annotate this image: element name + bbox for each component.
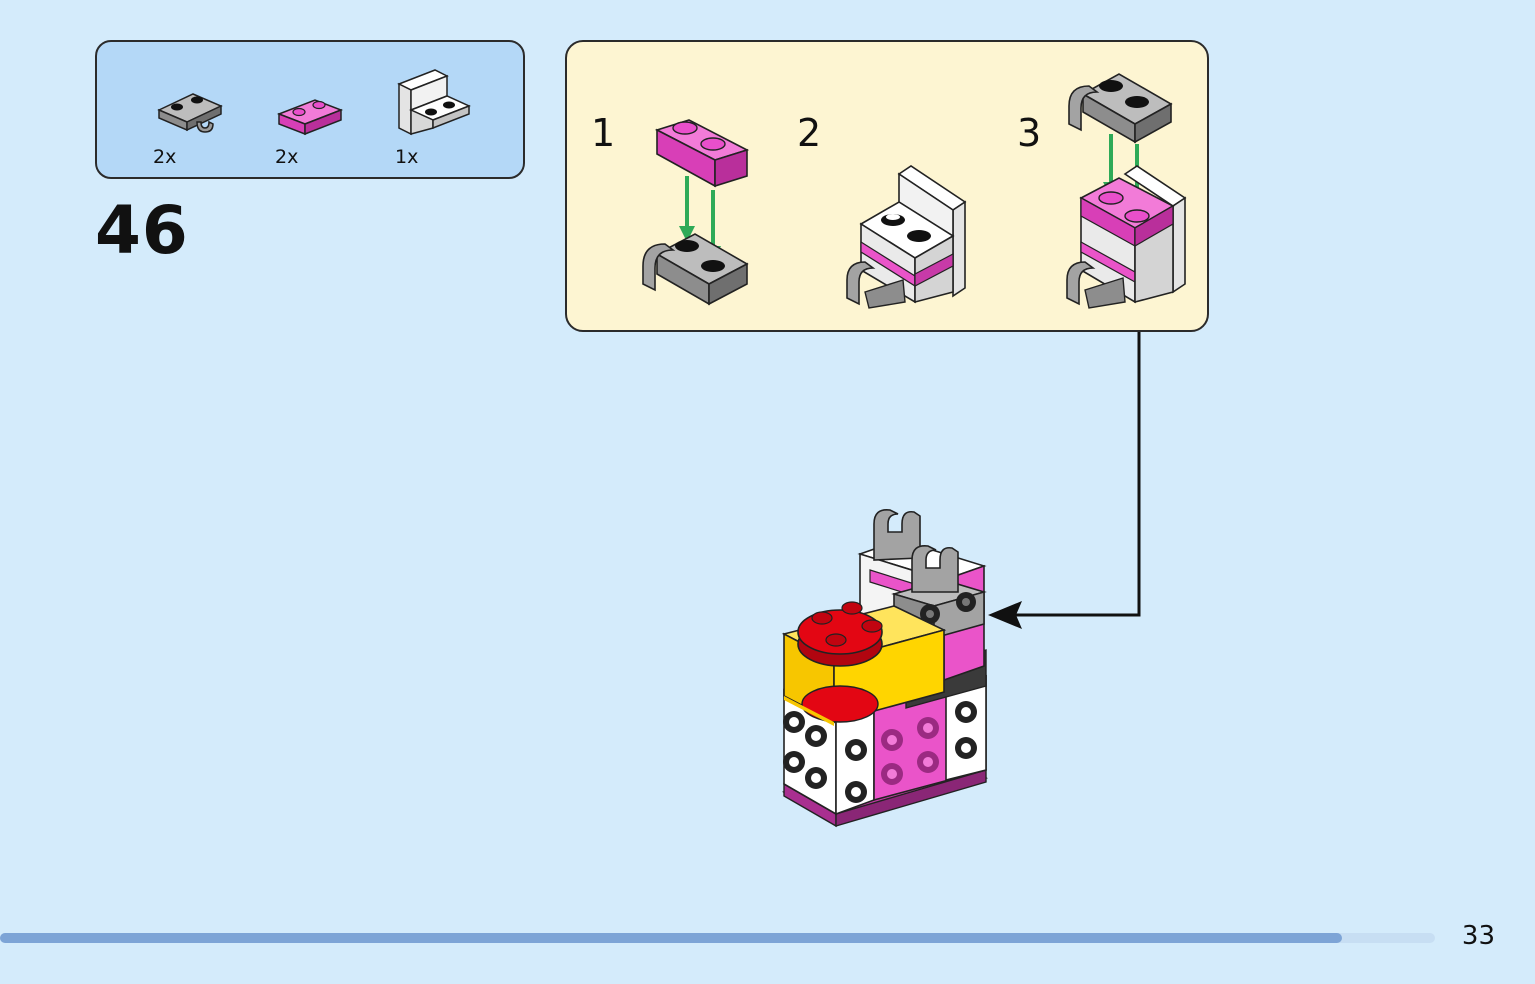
page-number: 33 [1461, 921, 1495, 951]
progress-bar [0, 933, 1435, 943]
step-number: 46 [95, 192, 189, 269]
part-qty: 1x [395, 146, 419, 168]
part-white-bracket: 1x [395, 50, 471, 168]
parts-list: 2x 2x 1x [95, 40, 525, 179]
part-pink-plate: 2x [275, 50, 347, 168]
pink-plate-icon [276, 99, 344, 136]
substep-number-2: 2 [797, 111, 822, 155]
white-bracket-icon [397, 69, 471, 136]
substep-number-3: 3 [1017, 111, 1042, 155]
part-qty: 2x [153, 146, 177, 168]
substep-panel: 1 2 3 [565, 40, 1209, 332]
substep-1-illustration [642, 119, 750, 306]
gray-clip-plate-icon [157, 93, 223, 133]
part-gray-clip-plate: 2x [153, 50, 225, 168]
substep-number-1: 1 [591, 111, 616, 155]
substep-3-illustration [1066, 73, 1187, 309]
main-model-illustration [781, 508, 989, 828]
substep-2-illustration [846, 165, 967, 309]
progress-fill [0, 933, 1342, 943]
part-qty: 2x [275, 146, 299, 168]
